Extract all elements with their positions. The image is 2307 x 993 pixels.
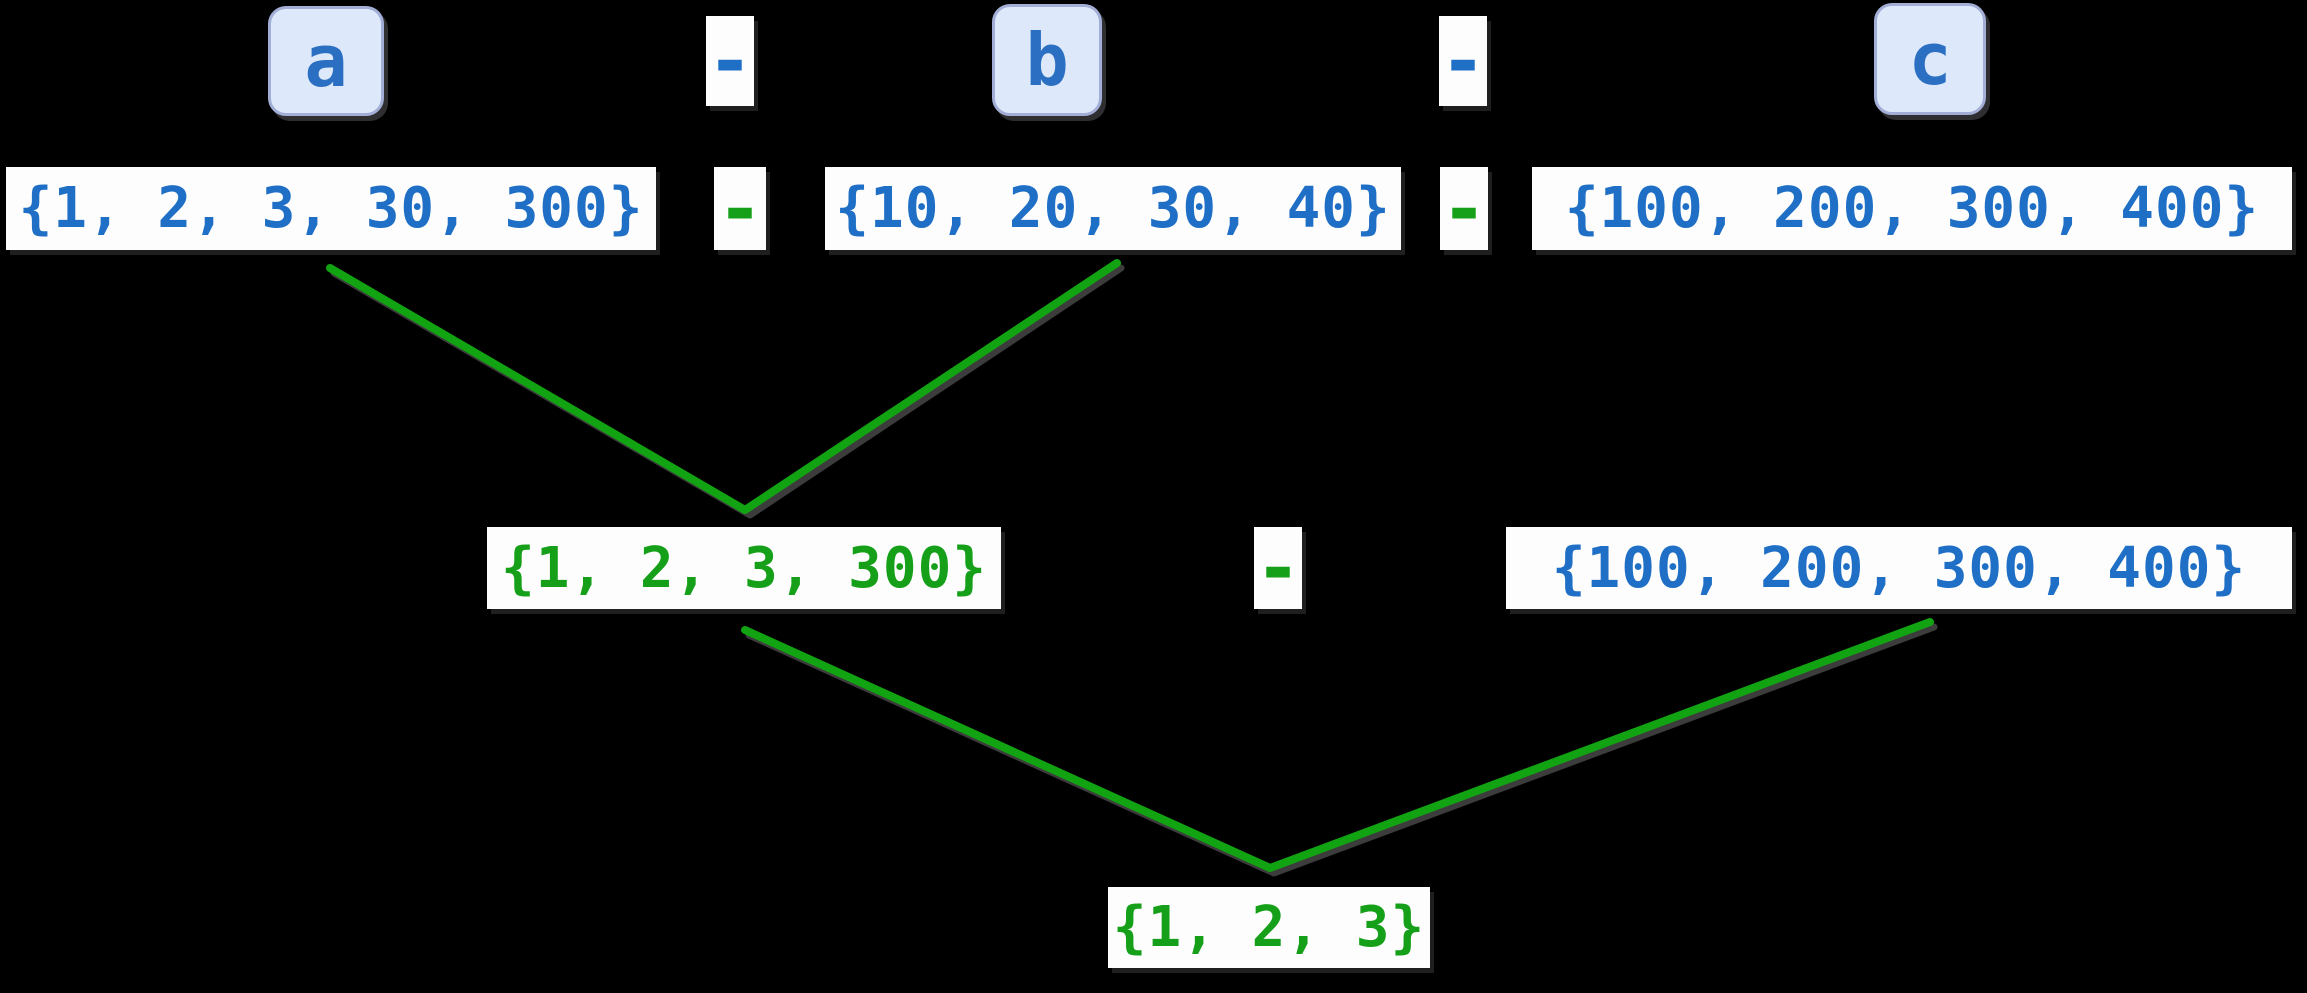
- variable-a-label: a: [304, 19, 348, 103]
- minus-box-top-2: -: [1439, 16, 1487, 106]
- variable-c-label: c: [1908, 17, 1952, 101]
- set-a-box: {1, 2, 3, 30, 300}: [6, 167, 656, 250]
- minus-box-row1-1: -: [714, 167, 766, 250]
- set-c-repeat-box: {100, 200, 300, 400}: [1506, 527, 2292, 609]
- variable-chip-c: c: [1874, 3, 1986, 115]
- intermediate-result-value: {1, 2, 3, 300}: [500, 535, 987, 601]
- minus-box-row1-2: -: [1440, 163, 1488, 253]
- set-c-repeat-value: {100, 200, 300, 400}: [1551, 535, 2247, 601]
- set-c-box: {100, 200, 300, 400}: [1532, 167, 2292, 250]
- connector-shadow-top-v: [330, 264, 1125, 519]
- intermediate-result-box: {1, 2, 3, 300}: [487, 527, 1001, 609]
- connector-line-bottom-v: [741, 618, 1934, 872]
- set-a-value: {1, 2, 3, 30, 300}: [18, 176, 644, 241]
- connector-shadow-bottom-v: [745, 623, 1938, 877]
- set-b-box: {10, 20, 30, 40}: [825, 167, 1401, 250]
- set-c-value: {100, 200, 300, 400}: [1564, 176, 2260, 241]
- minus-box-top-1: -: [706, 16, 754, 106]
- variable-chip-b: b: [992, 4, 1102, 116]
- set-b-value: {10, 20, 30, 40}: [835, 176, 1391, 241]
- variable-b-label: b: [1025, 18, 1069, 102]
- final-result-box: {1, 2, 3}: [1108, 887, 1430, 968]
- variable-chip-a: a: [268, 6, 384, 116]
- minus-box-row2: -: [1254, 523, 1302, 612]
- final-result-value: {1, 2, 3}: [1112, 895, 1426, 960]
- connector-line-top-v: [326, 259, 1121, 514]
